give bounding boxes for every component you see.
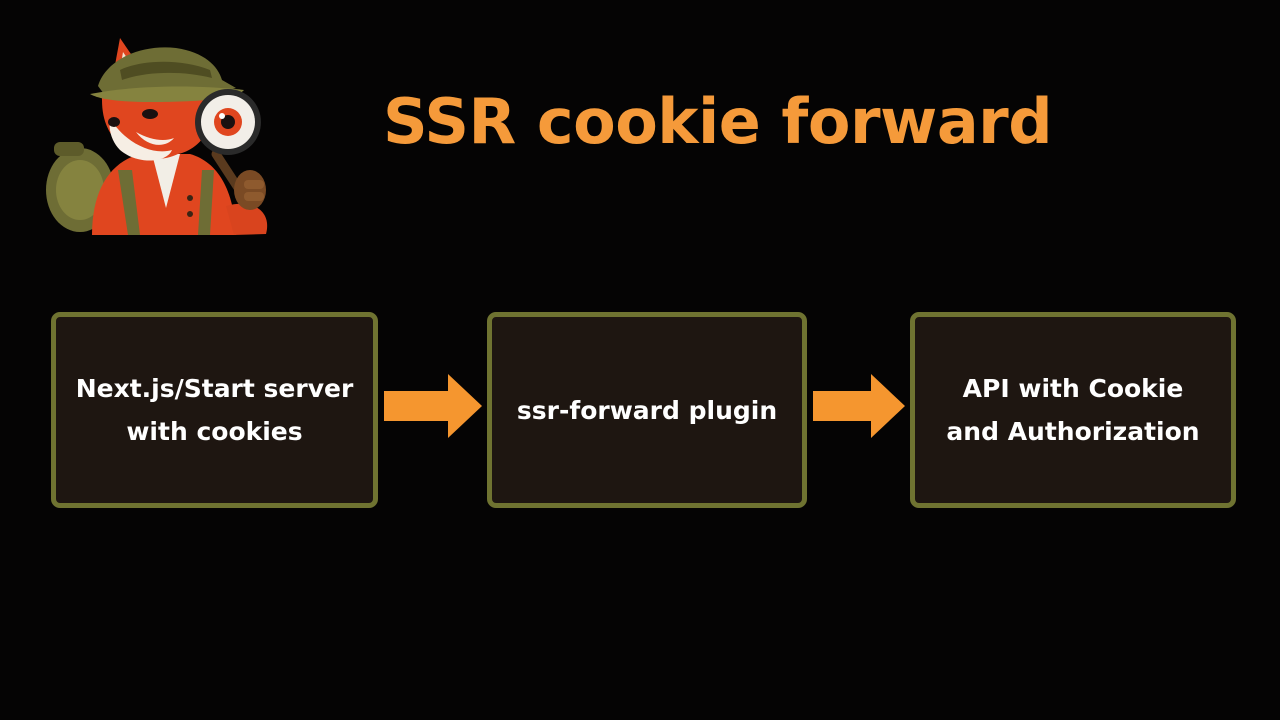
flow-arrow-right-icon [813,374,905,438]
flow-node-label: Next.js/Start server with cookies [75,374,354,446]
page-title: SSR cookie forward [383,85,1053,158]
flow-node-api: API with Cookie and Authorization [910,312,1236,508]
flow-node-label: API with Cookie and Authorization [946,374,1200,446]
flow-node-nextjs-server: Next.js/Start server with cookies [51,312,378,508]
fox-mascot-icon [46,38,268,235]
flow-arrow-right-icon [384,374,482,438]
flow-node-ssr-forward-plugin: ssr-forward plugin [487,312,807,508]
flow-node-label: ssr-forward plugin [516,395,778,425]
